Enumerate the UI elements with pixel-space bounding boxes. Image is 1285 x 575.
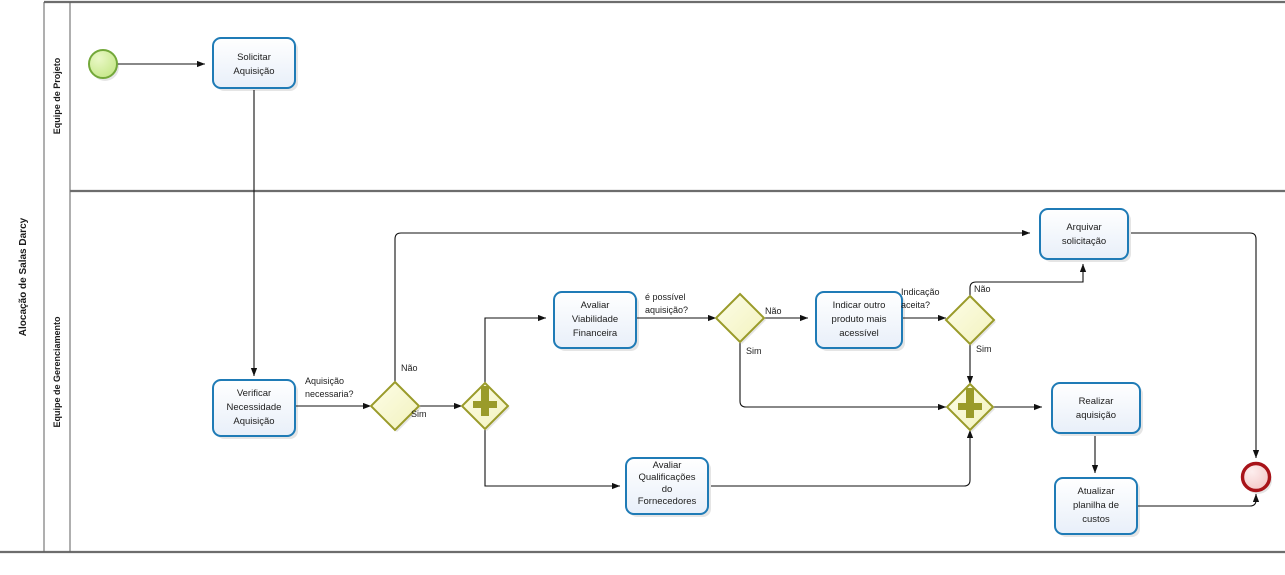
task-atualizar-line-1: Atualizar: [1078, 486, 1115, 497]
task-qualificacoes-line-1: Avaliar: [653, 460, 682, 471]
flow-arquivar-to-end: [1131, 232, 1260, 459]
task-avaliar-viabilidade-financeira[interactable]: Avaliar Viabilidade Financeira: [553, 291, 639, 351]
gateway-parallel-join[interactable]: [945, 382, 995, 432]
flow-qualificacoes-to-join: [711, 429, 974, 487]
task-avaliar-qualificacoes-fornecedores-box[interactable]: [625, 457, 709, 515]
task-solicitar-aquisicao-line-1: Solicitar: [237, 52, 271, 63]
task-indicar-outro-produto-box[interactable]: [815, 291, 903, 349]
flow-label-possivel-sim: Sim: [746, 346, 762, 356]
flow-atualizar-to-end: [1137, 493, 1260, 507]
task-indicar-line-2: produto mais: [832, 314, 887, 325]
task-arquivar-line-1: Arquivar: [1066, 222, 1101, 233]
task-verificar-necessidade-aquisicao-box[interactable]: [212, 379, 296, 437]
flow-split-to-qualificacoes: [484, 430, 621, 490]
flow-split-to-viabilidade: [484, 314, 547, 383]
task-solicitar-aquisicao[interactable]: Solicitar Aquisição: [212, 37, 298, 91]
task-verificar-line-1: Verificar: [237, 388, 271, 399]
task-arquivar-solicitacao[interactable]: Arquivar solicitação: [1039, 208, 1131, 262]
flow-label-necessaria-sim: Sim: [411, 409, 427, 419]
task-qualificacoes-line-4: Fornecedores: [638, 496, 697, 507]
task-indicar-outro-produto[interactable]: Indicar outro produto mais acessível: [815, 291, 905, 351]
flow-necessaria-nao-to-arquivar: [394, 229, 1031, 382]
task-arquivar-line-2: solicitação: [1062, 236, 1106, 247]
end-event-circle[interactable]: [1240, 461, 1272, 493]
gateway-parallel-split[interactable]: [460, 381, 510, 431]
gateway-aquisicao-necessaria-diamond[interactable]: [369, 380, 421, 432]
flow-label-indicacao-sim: Sim: [976, 344, 992, 354]
gateway-indicacao-aceita-label-line-1: Indicação: [901, 287, 940, 297]
task-qualificacoes-line-2: Qualificações: [638, 472, 695, 483]
pool-title: Alocação de Salas Darcy: [18, 217, 29, 336]
task-realizar-aquisicao-box[interactable]: [1051, 382, 1141, 434]
task-qualificacoes-line-3: do: [662, 484, 673, 495]
task-atualizar-planilha-custos[interactable]: Atualizar planilha de custos: [1054, 477, 1140, 537]
task-solicitar-aquisicao-box[interactable]: [212, 37, 296, 89]
gateway-e-possivel-label-line-1: é possível: [645, 292, 686, 302]
plus-icon: [473, 386, 497, 416]
flow-label-possivel-nao: Não: [765, 306, 782, 316]
gateway-aquisicao-necessaria[interactable]: [369, 380, 421, 432]
flow-possivel-sim-to-join: [739, 342, 947, 411]
task-verificar-line-2: Necessidade: [227, 402, 282, 413]
gateway-e-possivel-aquisicao-diamond[interactable]: [714, 292, 766, 344]
start-event[interactable]: [88, 49, 119, 81]
flow-indicacao-nao-to-arquivar: [969, 263, 1087, 296]
task-verificar-necessidade-aquisicao[interactable]: Verificar Necessidade Aquisição: [212, 379, 298, 439]
task-atualizar-planilha-custos-box[interactable]: [1054, 477, 1138, 535]
task-avaliar-viabilidade-financeira-box[interactable]: [553, 291, 637, 349]
gateway-e-possivel-label-line-2: aquisição?: [645, 305, 688, 315]
plus-icon: [958, 388, 982, 418]
task-realizar-line-2: aquisição: [1076, 410, 1116, 421]
lane-title-equipe-de-gerenciamento: Equipe de Gerenciamento: [52, 316, 62, 428]
task-indicar-line-3: acessível: [839, 328, 879, 339]
gateway-e-possivel-aquisicao[interactable]: [714, 292, 766, 344]
gateway-indicacao-aceita-diamond[interactable]: [944, 294, 996, 346]
flow-label-necessaria-nao: Não: [401, 363, 418, 373]
pool-container: [0, 0, 1285, 554]
gateway-aquisicao-necessaria-label-line-2: necessaria?: [305, 389, 354, 399]
task-arquivar-solicitacao-box[interactable]: [1039, 208, 1129, 260]
task-viabilidade-line-2: Viabilidade: [572, 314, 618, 325]
gateway-aquisicao-necessaria-label-line-1: Aquisição: [305, 376, 344, 386]
task-realizar-line-1: Realizar: [1079, 396, 1114, 407]
task-indicar-line-1: Indicar outro: [833, 300, 886, 311]
task-atualizar-line-2: planilha de: [1073, 500, 1119, 511]
end-event[interactable]: [1240, 461, 1273, 495]
flow-label-indicacao-nao: Não: [974, 284, 991, 294]
task-viabilidade-line-3: Financeira: [573, 328, 618, 339]
task-atualizar-line-3: custos: [1082, 514, 1110, 525]
sequence-flows: [117, 60, 1260, 507]
start-event-circle[interactable]: [88, 49, 118, 79]
gateway-indicacao-aceita[interactable]: [944, 294, 996, 346]
task-viabilidade-line-1: Avaliar: [581, 300, 610, 311]
gateway-indicacao-aceita-label-line-2: aceita?: [901, 300, 930, 310]
lane-title-equipe-de-projeto: Equipe de Projeto: [52, 57, 62, 134]
task-realizar-aquisicao[interactable]: Realizar aquisição: [1051, 382, 1143, 436]
task-verificar-line-3: Aquisição: [233, 416, 274, 427]
task-solicitar-aquisicao-line-2: Aquisição: [233, 66, 274, 77]
task-avaliar-qualificacoes-fornecedores[interactable]: Avaliar Qualificações do Fornecedores: [625, 457, 711, 517]
